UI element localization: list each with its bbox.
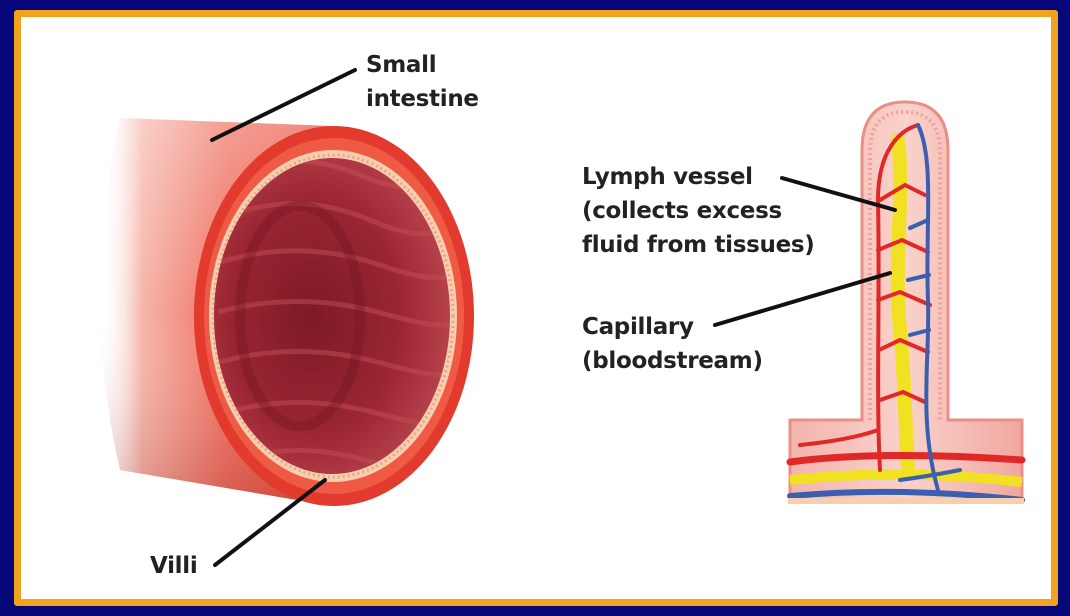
lymph-vessel-label: Lymph vessel (collects excess fluid from… xyxy=(582,160,814,262)
capillary-label-line2: (bloodstream) xyxy=(582,344,763,378)
lymph-vessel-label-line2: (collects excess xyxy=(582,194,814,228)
capillary-label: Capillary (bloodstream) xyxy=(582,310,763,378)
villi-label-text: Villi xyxy=(150,549,197,583)
small-intestine-label-line1: Small xyxy=(366,48,479,82)
lymph-vessel-label-line1: Lymph vessel xyxy=(582,160,814,194)
small-intestine-label: Small intestine xyxy=(366,48,479,116)
capillary-label-line1: Capillary xyxy=(582,310,763,344)
small-intestine-illustration xyxy=(100,118,474,506)
villi-label: Villi xyxy=(150,549,197,583)
villus-illustration xyxy=(788,102,1024,504)
small-intestine-label-line2: intestine xyxy=(366,82,479,116)
lymph-vessel-label-line3: fluid from tissues) xyxy=(582,228,814,262)
